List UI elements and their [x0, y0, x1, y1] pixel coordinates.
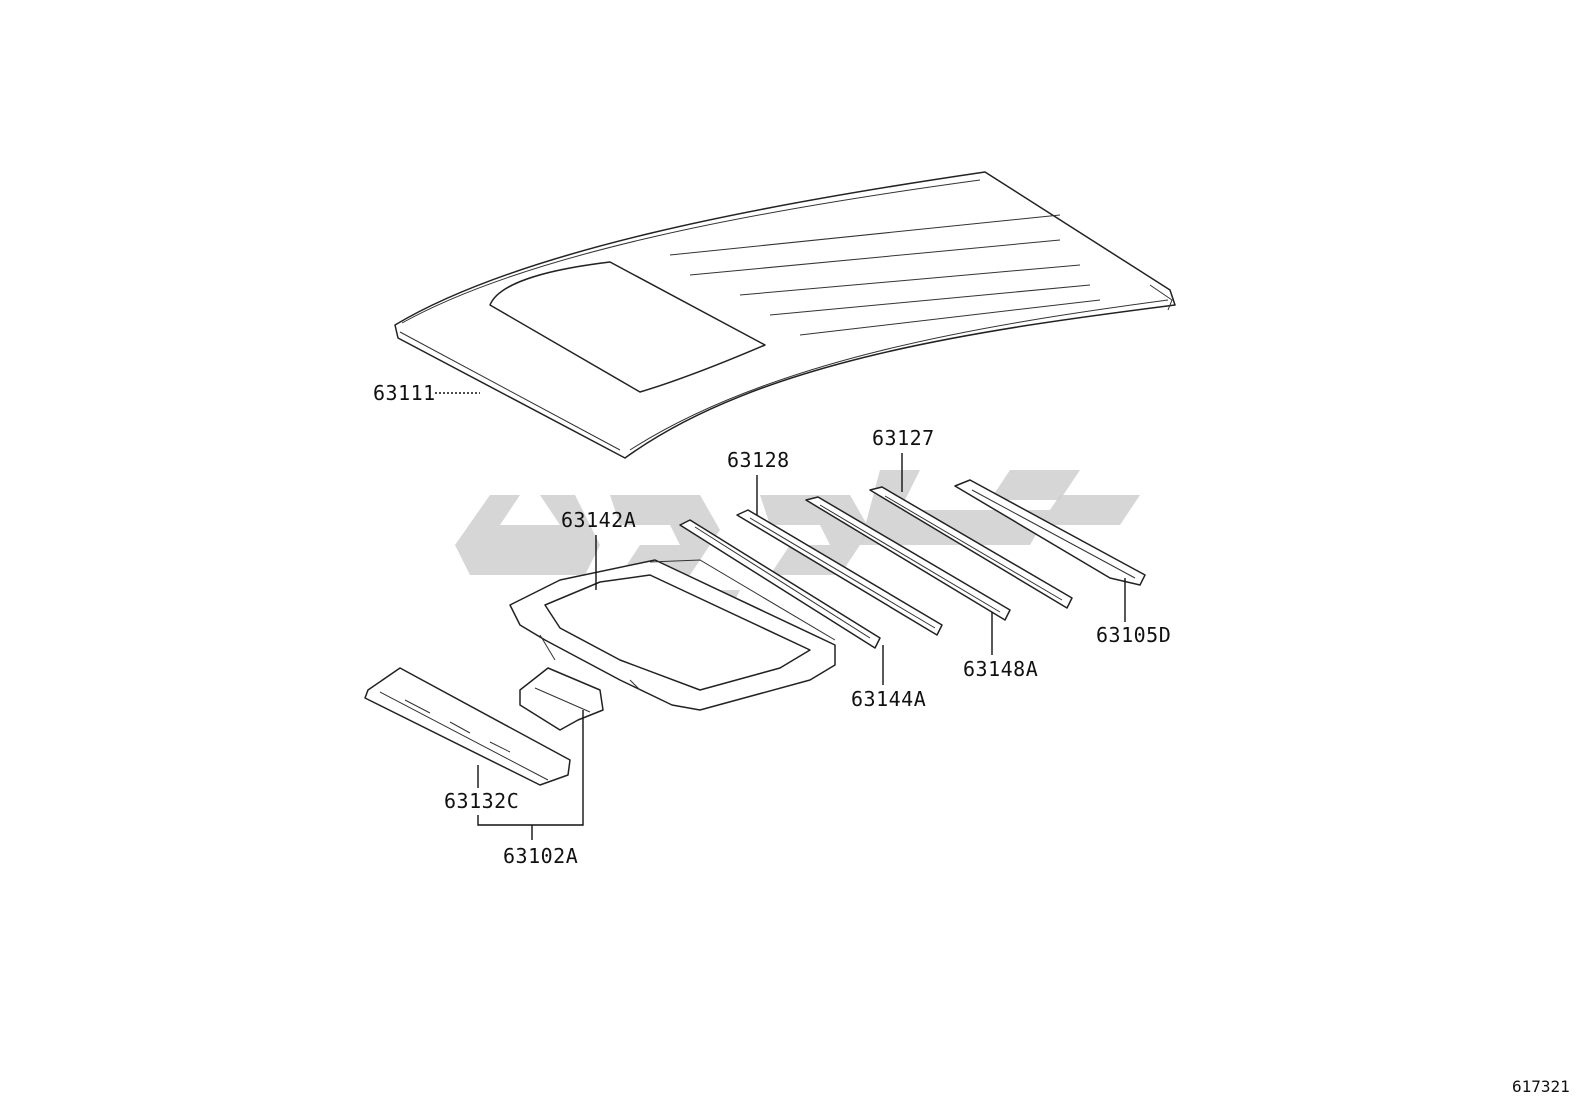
label-63127: 63127 — [872, 426, 935, 450]
roof-bracket[interactable] — [519, 667, 604, 731]
rail-63128[interactable] — [736, 509, 943, 636]
label-63128: 63128 — [727, 448, 790, 472]
front-header-63132c[interactable] — [364, 667, 571, 786]
label-63144a: 63144A — [851, 687, 926, 711]
label-63105d: 63105D — [1096, 623, 1171, 647]
roof-panel-63111[interactable] — [394, 171, 1176, 459]
leader-63102a — [477, 710, 584, 826]
label-63132c: 63132C — [444, 789, 519, 813]
rail-63105d[interactable] — [954, 479, 1146, 586]
rail-63148a[interactable] — [805, 496, 1011, 621]
label-63102a: 63102A — [503, 844, 578, 868]
figure-id: 617321 — [1512, 1077, 1570, 1096]
rail-63144a[interactable] — [679, 519, 881, 649]
label-63142a: 63142A — [561, 508, 636, 532]
label-63111: 63111 — [373, 381, 436, 405]
rail-63127[interactable] — [869, 486, 1073, 609]
sunroof-frame-63142a[interactable] — [509, 559, 836, 711]
label-63148a: 63148A — [963, 657, 1038, 681]
